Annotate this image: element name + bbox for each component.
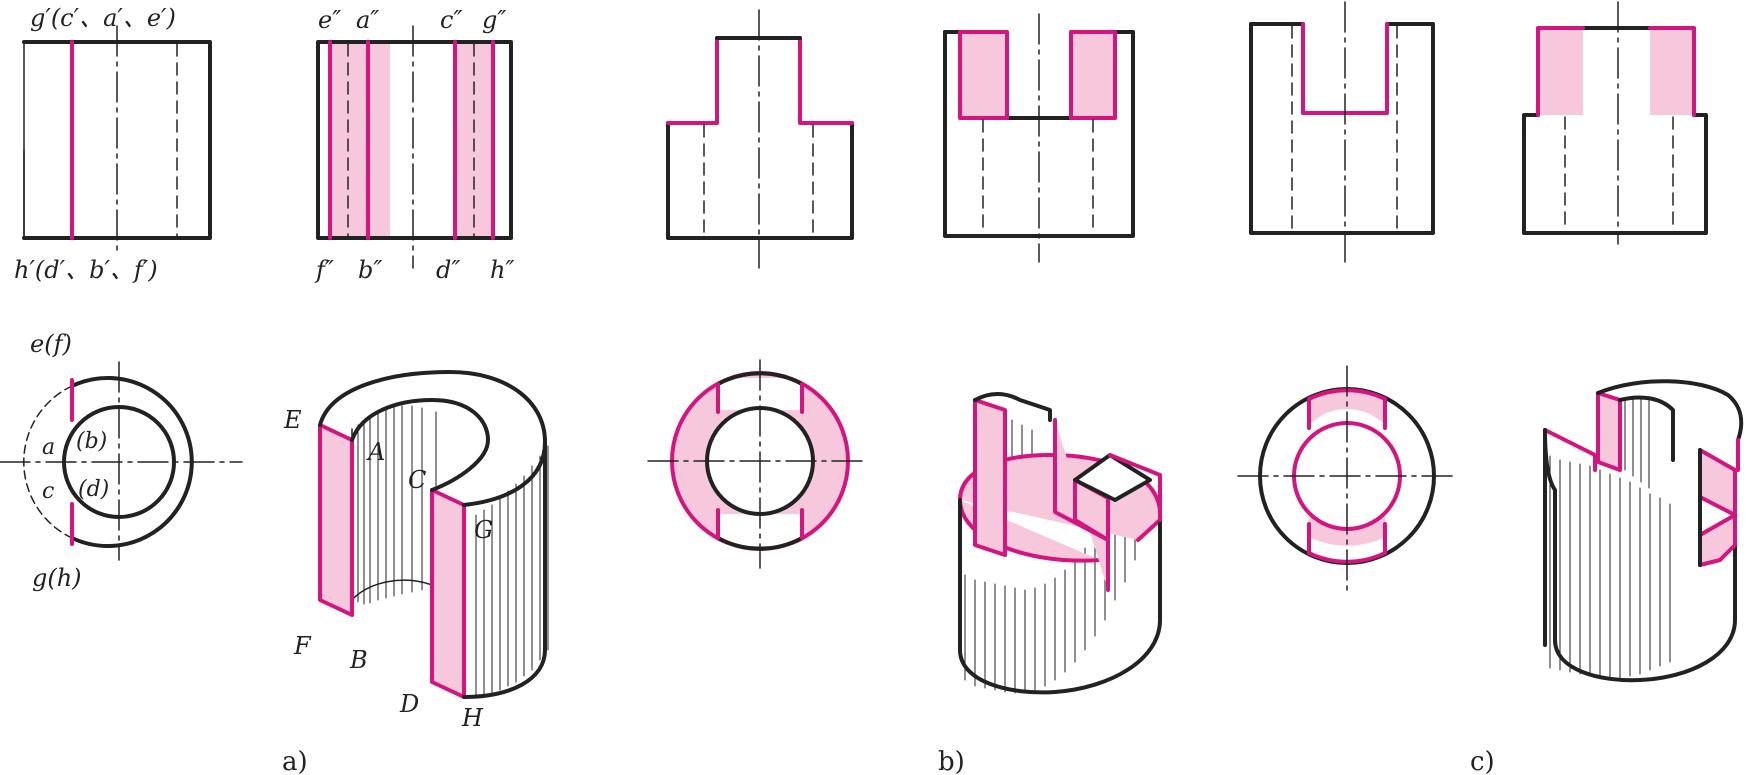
side-label-b: b″ (358, 256, 382, 284)
iso-label-E: E (283, 406, 302, 434)
front-top-label: g′(c′、a′、e′) (30, 4, 176, 32)
fig-c-isometric (1543, 379, 1744, 683)
top-label-gh: g(h) (32, 564, 82, 592)
fig-a-isometric (318, 370, 549, 699)
fig-a-front-view (22, 25, 212, 257)
iso-label-D: D (399, 690, 419, 718)
top-label-ef: e(f) (30, 330, 72, 358)
caption-c: c) (1470, 747, 1495, 775)
side-label-e: e″ (318, 6, 341, 34)
iso-label-G: G (474, 516, 493, 544)
side-label-g: g″ (482, 6, 506, 34)
fig-c-side-view (1522, 1, 1708, 245)
top-label-c: c (42, 479, 54, 504)
caption-a: a) (282, 747, 308, 775)
fig-b-isometric (958, 392, 1162, 695)
fig-c-top-view (1237, 365, 1457, 591)
iso-label-H: H (461, 704, 484, 732)
side-label-d: d″ (436, 256, 460, 284)
side-label-f: f″ (314, 256, 334, 284)
side-label-h: h″ (490, 256, 514, 284)
caption-b: b) (938, 747, 965, 775)
fig-c-front-view (1249, 1, 1435, 263)
fig-b-top-view (647, 359, 869, 569)
top-label-a: a (42, 435, 55, 460)
side-label-a: a″ (356, 6, 379, 34)
iso-label-F: F (293, 632, 312, 660)
side-label-c: c″ (440, 6, 462, 34)
top-label-d: (d) (78, 477, 109, 502)
iso-label-C: C (408, 466, 426, 494)
top-label-b: (b) (76, 429, 107, 454)
fig-b-front-view (666, 9, 854, 269)
front-bottom-label: h′(d′、b′、f′) (14, 256, 158, 284)
iso-label-B: B (349, 646, 368, 674)
fig-b-side-view (943, 13, 1135, 263)
fig-a-side-view (316, 25, 513, 269)
fig-a-top-view (0, 361, 243, 561)
iso-label-A: A (366, 438, 385, 466)
